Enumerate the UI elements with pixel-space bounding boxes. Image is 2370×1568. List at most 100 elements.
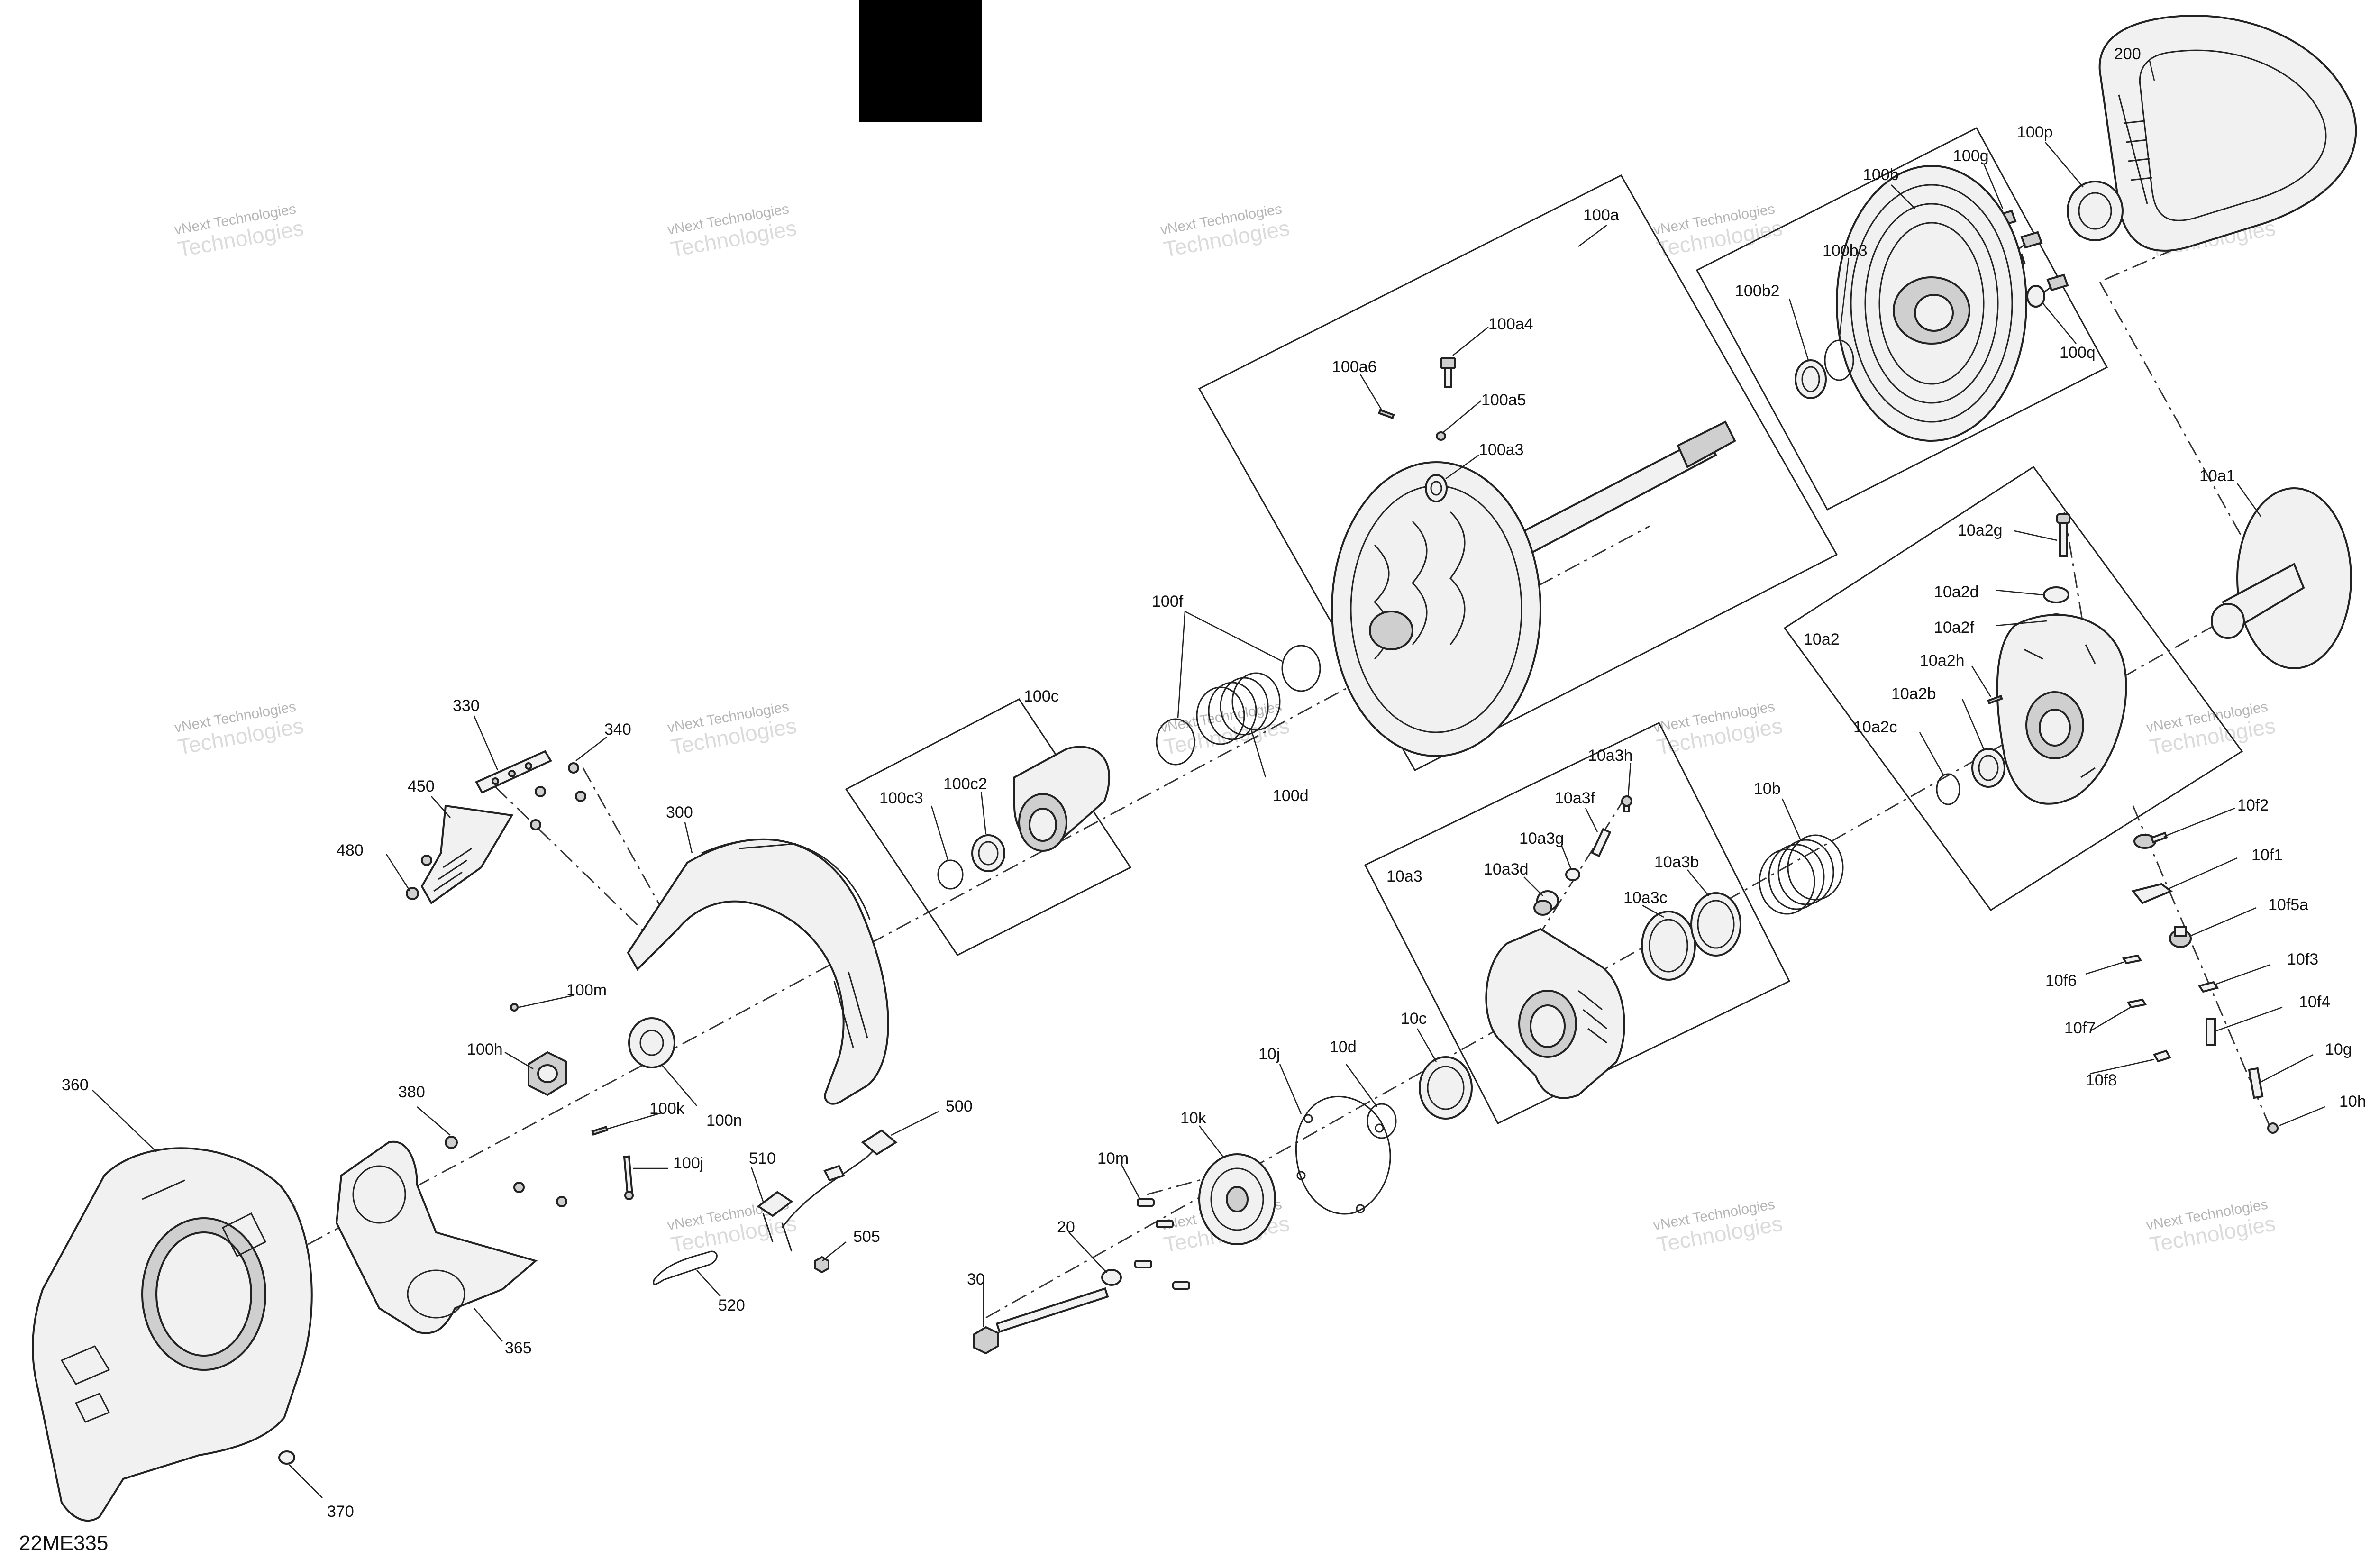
screw-10a2g [2056,513,2070,557]
driven-shaft-100a [1331,420,1736,757]
label-10h: 10h [2339,1093,2366,1111]
snap-ring-10a2c [1936,773,1960,805]
cover-365 [335,1140,538,1334]
label-10a3g: 10a3g [1519,830,1564,848]
label-10a2g: 10a2g [1958,521,2003,539]
screw-10a3h [1621,795,1632,812]
label-10f2: 10f2 [2237,796,2269,814]
group-box-100b [1695,127,2108,511]
bolt-100j [623,1155,634,1200]
label-100h: 100h [467,1040,503,1058]
label-450: 450 [408,777,435,795]
label-10a2d: 10a2d [1934,583,1979,601]
belt-link-axis-2 [2104,246,2181,281]
fastener-axis-330 [494,786,662,949]
group-box-10a3 [1364,722,1791,1124]
washer-20 [1101,1269,1122,1286]
label-10d: 10d [1330,1038,1357,1056]
label-100c3: 100c3 [879,789,923,807]
screw-10h [2267,1122,2279,1134]
ring-100f-a [1281,645,1321,692]
label-365: 365 [505,1339,532,1357]
plug-370 [278,1450,295,1465]
screws-340 [530,762,586,830]
sensor-510 [757,1191,793,1252]
label-10a3: 10a3 [1386,867,1422,885]
group-box-10a2 [1783,465,2243,912]
screw-380-c [556,1196,567,1207]
label-100a6: 100a6 [1332,358,1377,376]
label-100p: 100p [2017,123,2053,141]
label-10a3d: 10a3d [1484,860,1529,878]
pin-10a2h [1987,694,2003,705]
label-100a5: 100a5 [1481,391,1526,409]
fastener-axis-10f [2132,805,2271,1129]
label-100a3: 100a3 [1479,441,1524,459]
label-10a3b: 10a3b [1654,853,1699,871]
label-300: 300 [666,803,693,821]
label-10a3f: 10a3f [1555,789,1595,807]
fastener-axis-10m [1147,1165,1252,1195]
label-10b: 10b [1754,780,1781,798]
label-10c: 10c [1401,1010,1427,1028]
label-380: 380 [398,1083,425,1101]
bolt-30 [973,1287,1109,1355]
pin-100k [591,1125,609,1136]
black-tab-block [859,0,982,122]
bearing-100p [2067,181,2124,241]
label-100n: 100n [706,1112,742,1130]
label-100b3: 100b3 [1823,242,1868,260]
label-10a1: 10a1 [2199,467,2235,485]
label-330: 330 [453,697,480,715]
housing-360 [32,1147,313,1522]
label-100b2: 100b2 [1735,282,1780,300]
hub-10k [1198,1153,1276,1245]
washer-100m [510,1003,519,1012]
label-100g: 100g [1953,147,1989,165]
label-100m: 100m [566,981,607,999]
bracket-330 [475,750,552,794]
spring-100d [1196,672,1281,745]
label-10a2f: 10a2f [1934,619,1975,637]
ring-100f-b [1156,718,1195,766]
nut-100h [528,1051,567,1096]
screw-380 [445,1136,458,1149]
pin-10g [2248,1067,2264,1099]
o-ring-100a5 [1436,431,1446,441]
sliding-half-10a2 [1996,614,2127,805]
label-10a3c: 10a3c [1623,889,1668,907]
label-505: 505 [853,1228,880,1246]
label-100a: 100a [1583,206,1619,224]
label-10m: 10m [1097,1149,1129,1167]
bushing-10f5a [2169,926,2192,948]
label-100b: 100b [1863,166,1899,184]
fastener-axis-340 [582,767,674,930]
label-10a3h: 10a3h [1588,747,1633,765]
label-100c2: 100c2 [943,775,987,793]
weight-10f1 [2131,883,2173,904]
label-10g: 10g [2325,1040,2352,1058]
washer-10f7 [2126,998,2147,1009]
nut-10f8 [2153,1049,2171,1063]
label-10f8: 10f8 [2086,1071,2117,1089]
fixed-sheave-100b [1836,165,2027,442]
seal-10c [1419,1056,1473,1120]
roller-10f2 [2133,831,2168,849]
ring-10a3b [1690,892,1741,957]
callout-labels: 200 100p 100g 100b 100b3 100b2 100q 100a… [62,45,2366,1521]
bushing-10a2b [1971,748,2005,788]
screw-380-b [513,1182,525,1193]
label-100f: 100f [1152,593,1184,611]
label-510: 510 [749,1149,776,1167]
label-10f4: 10f4 [2299,993,2330,1011]
label-10f3: 10f3 [2287,950,2318,968]
belt-guard-300 [627,838,889,1105]
bushing-100b2 [1795,359,1827,399]
gasket-10j [1295,1095,1391,1215]
guard-450 [420,804,514,904]
label-10a2h: 10a2h [1920,652,1965,670]
pin-10a3f [1591,828,1612,857]
screws-10m [1134,1198,1190,1290]
o-ring-10d [1367,1103,1397,1139]
